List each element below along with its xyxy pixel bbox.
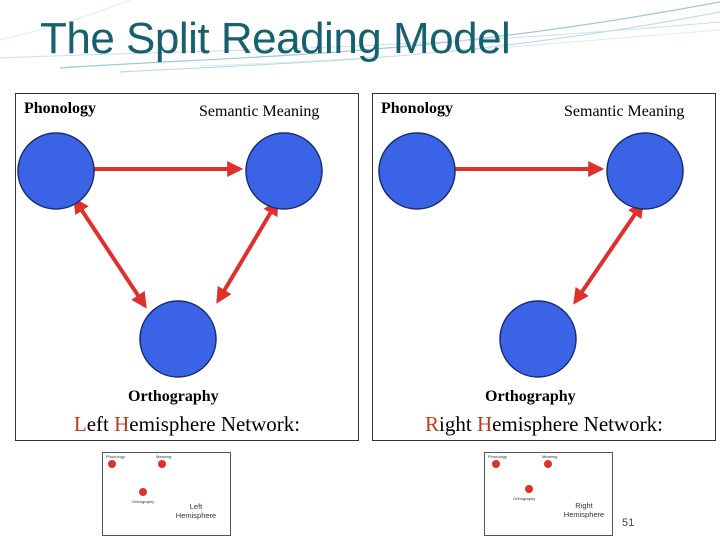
semantic-meaning-label: Semantic Meaning [199,103,320,120]
semantic-orthography-arrow [573,201,644,305]
phonology-label: Phonology [381,100,454,117]
slide-title: The Split Reading Model [40,14,511,63]
orthography-label: Orthography [485,388,576,405]
orthography-label: Orthography [128,388,219,405]
phonology-node [17,132,95,210]
left-thumbnail-dots [108,460,166,496]
thumb-orthography-label: Orthography [132,499,155,504]
right-hemisphere-panel: Phonology Semantic Meaning Orthography R… [372,93,716,441]
semantic-node [245,132,323,210]
thumb-orthography-dot [139,488,147,496]
thumb-phonology-label: Phonology [488,454,507,459]
phonology-node [378,132,456,210]
orthography-node [499,300,577,378]
right-network-diagram [378,132,684,378]
thumb-orthography-dot [525,485,533,493]
left-network-title: Left Hemisphere Network: [73,412,301,436]
thumb-semantic-label: Meaning [156,454,172,459]
thumb-semantic-dot [544,460,552,468]
orthography-node [139,300,217,378]
right-network-title: Right Hemisphere Network: [425,412,663,436]
thumb-phonology-dot [108,460,116,468]
thumb-semantic-label: Meaning [542,454,558,459]
thumb-orthography-label: Orthography [513,496,536,501]
semantic-orthography-arrow [216,199,279,304]
semantic-meaning-label: Semantic Meaning [564,103,685,120]
background-swoosh-decoration [0,0,720,73]
thumb-phonology-label: Phonology [106,454,125,459]
page-number: 51 [622,517,635,529]
left-hemisphere-panel: Phonology Semantic Meaning Orthography L… [15,93,359,441]
right-thumbnail-dots [492,460,552,493]
thumb-semantic-dot [158,460,166,468]
phonology-label: Phonology [24,100,97,117]
thumb-phonology-dot [492,460,500,468]
phonology-orthography-arrow [73,197,147,309]
left-network-diagram [17,132,323,378]
semantic-node [606,132,684,210]
